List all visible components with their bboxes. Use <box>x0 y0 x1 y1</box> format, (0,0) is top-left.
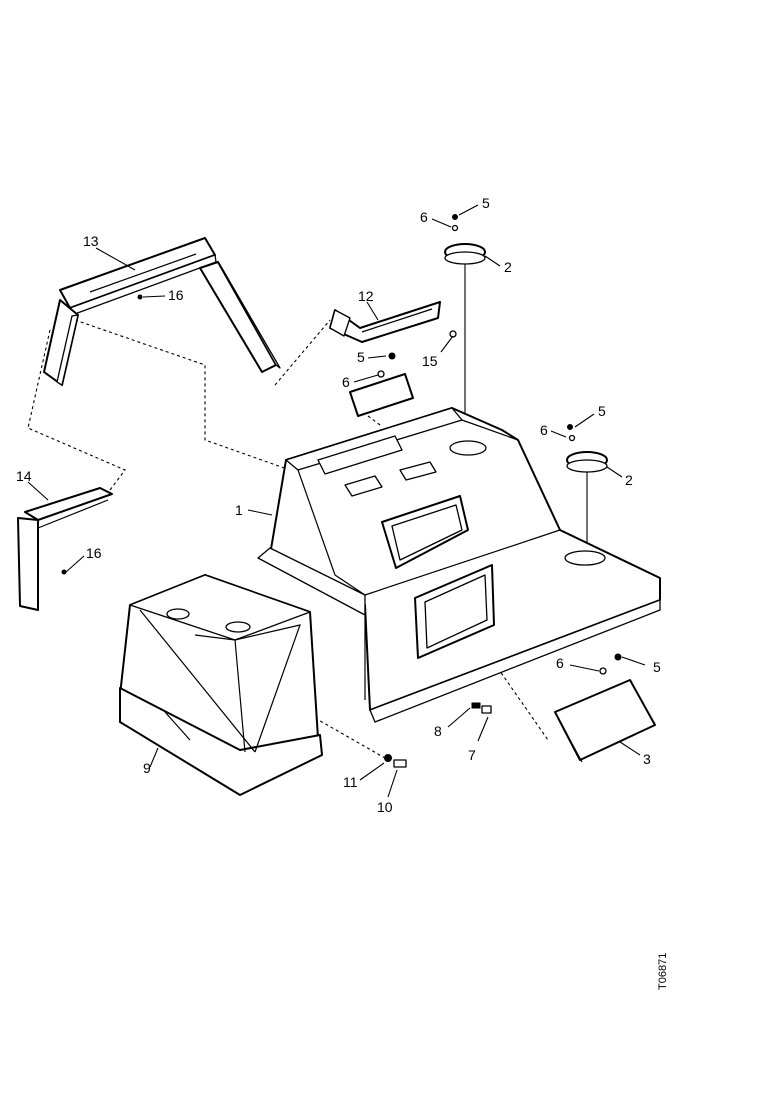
callout-1: 1 <box>235 502 243 518</box>
part-1-main-housing <box>257 407 661 723</box>
callout-15: 15 <box>422 353 438 369</box>
callout-14: 14 <box>16 468 32 484</box>
part-9-base-box <box>119 574 323 796</box>
callout-3: 3 <box>643 751 651 767</box>
assembly-lines <box>27 262 588 759</box>
callout-12: 12 <box>358 288 374 304</box>
callout-6-top: 6 <box>420 209 428 225</box>
callout-7: 7 <box>468 747 476 763</box>
callout-5-mid: 5 <box>357 349 365 365</box>
callout-16-side: 16 <box>86 545 102 561</box>
callout-2-lower: 2 <box>625 472 633 488</box>
callout-5-right: 5 <box>598 403 606 419</box>
part-12-bracket <box>329 301 441 343</box>
part-13-upper-bracket <box>43 237 281 386</box>
callout-6-lower: 6 <box>556 655 564 671</box>
callout-9: 9 <box>143 760 151 776</box>
part-2-cap-lower <box>566 451 608 473</box>
callout-11: 11 <box>343 774 358 790</box>
callout-labels: 1 2 2 3 5 5 5 5 6 6 6 6 7 8 9 10 11 12 1… <box>16 195 661 815</box>
callout-16-top: 16 <box>168 287 184 303</box>
figure-code: T06871 <box>657 953 669 990</box>
callout-6-right: 6 <box>540 422 548 438</box>
callout-5-top: 5 <box>482 195 490 211</box>
callout-10: 10 <box>377 799 393 815</box>
callout-8: 8 <box>434 723 442 739</box>
cover-plate-small <box>349 373 414 417</box>
callout-2-upper: 2 <box>504 259 512 275</box>
callout-13: 13 <box>83 233 99 249</box>
callout-6-mid: 6 <box>342 374 350 390</box>
part-2-cap-upper <box>444 243 486 265</box>
callout-5-lower: 5 <box>653 659 661 675</box>
leader-lines <box>27 204 646 798</box>
part-14-side-bracket <box>17 487 113 611</box>
part-3-cover-plate <box>554 679 656 763</box>
